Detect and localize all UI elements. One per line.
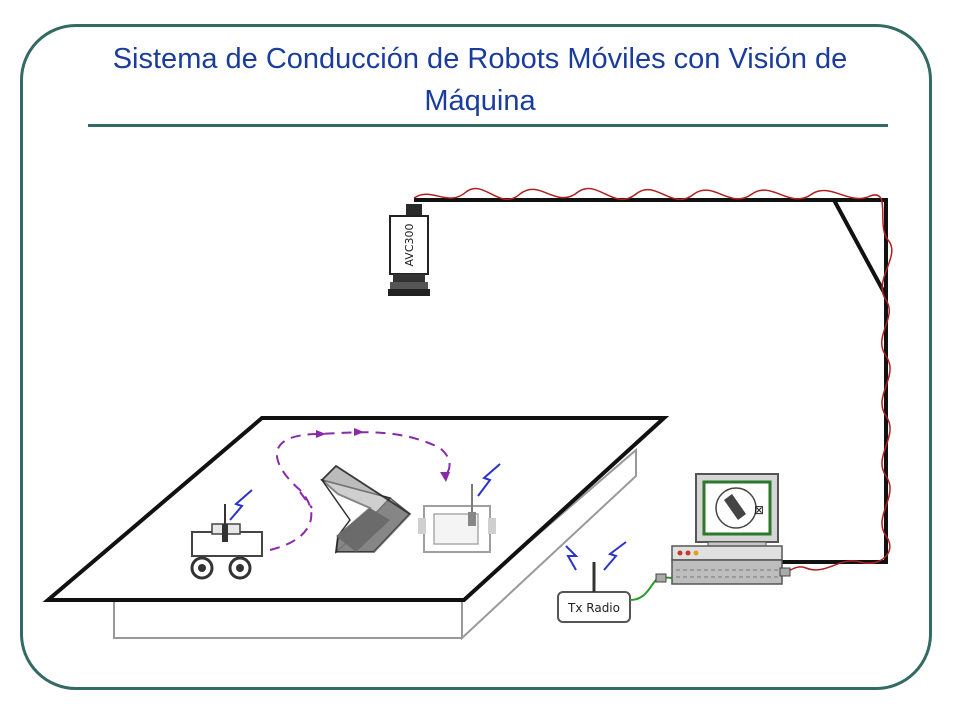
mobile-robot-target-icon	[418, 484, 496, 553]
transmitter-radio-waves	[565, 541, 627, 571]
mounting-frame	[414, 198, 888, 564]
radio-transmitter-icon: Tx Radio	[557, 562, 631, 623]
obstacle-chevron	[320, 464, 412, 554]
computer-icon: ⊠	[671, 473, 791, 585]
slide-title: Sistema de Conducción de Robots Móviles …	[112, 43, 848, 117]
camera-icon: AVC300	[388, 204, 430, 296]
robot-trajectory	[269, 431, 451, 551]
transmitter-label: Tx Radio	[567, 601, 620, 615]
svg-text:⊠: ⊠	[754, 503, 764, 517]
robot-target-antenna-wave	[477, 463, 501, 497]
title-underline	[88, 124, 888, 127]
camera-cable	[413, 187, 893, 573]
camera-label: AVC300	[403, 223, 416, 266]
link-connector	[655, 573, 667, 583]
mobile-robot-icon	[190, 504, 263, 580]
trajectory-arrowheads	[316, 428, 450, 482]
robot-antenna-wave	[229, 489, 253, 521]
